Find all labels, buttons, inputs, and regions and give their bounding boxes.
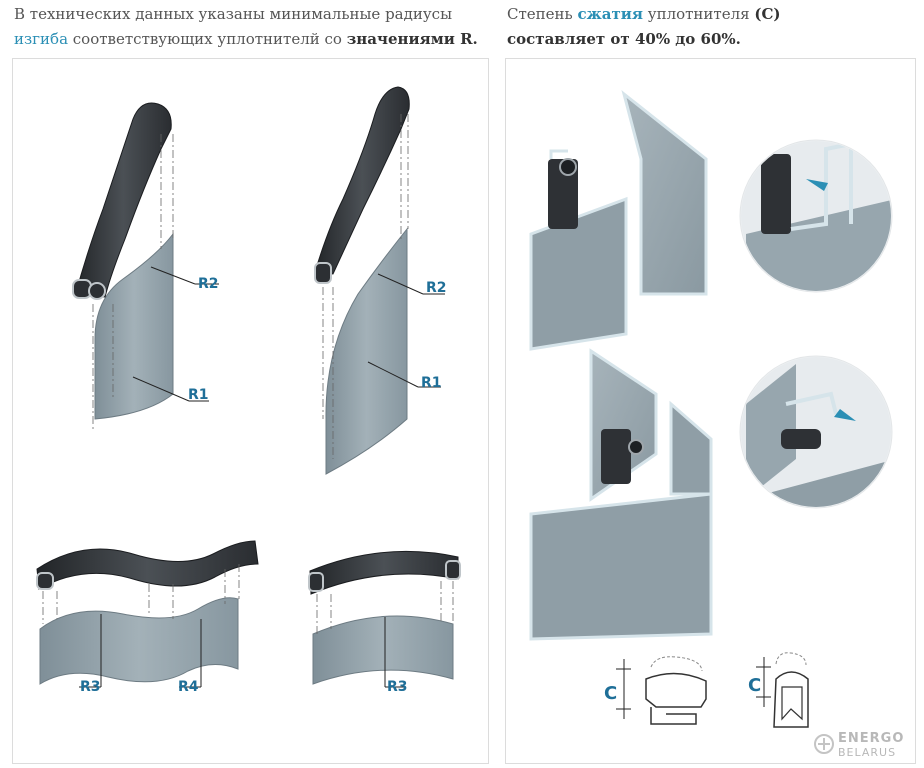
seal-profile-3 [36, 540, 259, 590]
compression-arrow-bottom [834, 409, 856, 421]
profile-section-left: C [604, 656, 707, 725]
vertical-plate-top [621, 90, 708, 296]
bend-radius-panel: R2 R1 R2 R1 [12, 58, 489, 764]
seal-bulb-bottom [628, 439, 644, 455]
logo-line1: ENERGO [838, 731, 904, 746]
right-caption-part2: уплотнителя [642, 5, 755, 23]
seal-end-4b [445, 560, 461, 580]
guide-lines-3 [42, 564, 240, 624]
seal-profile-2 [314, 86, 410, 275]
seal-end-3 [36, 572, 54, 590]
bend-radius-illustration: R2 R1 R2 R1 [36, 86, 461, 695]
left-caption-part1: В технических данных указаны минимальные… [14, 5, 453, 23]
seal-clip-top [549, 149, 568, 159]
leader-r1-1 [132, 376, 190, 402]
seal-profile-1 [74, 102, 172, 298]
right-caption-bold1: (С) [754, 5, 781, 23]
compression-arrow-top [806, 179, 828, 191]
logo-mark-icon [814, 734, 834, 754]
metal-strip-2 [325, 227, 408, 475]
seal-end-2 [314, 262, 332, 284]
diagram-3: R3 R4 [36, 540, 259, 695]
radius-label-r3-4: R3 [387, 679, 408, 695]
zoom-bottom [739, 355, 893, 509]
right-caption-bold2: составляет от 40% до 60%. [507, 30, 741, 48]
seal-section-top [548, 159, 578, 229]
leader-r2-2 [377, 273, 424, 295]
guide-lines-2 [322, 114, 409, 459]
radius-label-r1-2: R1 [421, 375, 442, 391]
zoom-top [739, 139, 893, 293]
left-caption-bold: значениями R. [346, 30, 478, 48]
seal-bulb-top [559, 158, 577, 176]
metal-strip-1 [94, 232, 174, 420]
left-caption: В технических данных указаны минимальные… [14, 2, 484, 52]
frame-assembly-top [529, 90, 708, 351]
metal-strip-4 [312, 615, 454, 685]
compression-label-left: C [604, 683, 617, 704]
compression-illustration: C C ENERGO BELARUS [529, 90, 904, 759]
right-caption-highlight: сжатия [577, 5, 643, 23]
seal-section-bottom [601, 429, 631, 484]
profile-section-right: C [748, 652, 809, 728]
radius-label-r1-1: R1 [188, 387, 209, 403]
seal-end-4a [308, 572, 324, 592]
diagram-1: R2 R1 [72, 102, 219, 429]
radius-label-r2-1: R2 [198, 276, 219, 292]
leader-r2-1 [150, 266, 196, 285]
metal-strip-3 [39, 597, 239, 685]
front-plate-bottom [529, 492, 713, 641]
left-caption-highlight: изгиба [14, 30, 69, 48]
guide-lines-4 [316, 581, 454, 634]
frame-assembly-bottom [529, 348, 713, 641]
radius-label-r2-2: R2 [426, 280, 447, 296]
seal-end-1b [88, 282, 106, 300]
diagram-2: R2 R1 [314, 86, 447, 475]
energo-belarus-logo: ENERGO BELARUS [814, 731, 904, 759]
side-plate-bottom [669, 400, 713, 496]
right-caption-part1: Степень [507, 5, 578, 23]
seal-profile-4 [309, 550, 459, 595]
logo-line2: BELARUS [838, 746, 896, 759]
front-plate-top [529, 196, 628, 351]
leader-r1-2 [367, 361, 419, 388]
guide-lines-1 [92, 134, 174, 429]
left-caption-part2: соответствующих уплотнителй со [68, 30, 347, 48]
compression-label-right: C [748, 675, 761, 696]
compression-panel: C C ENERGO BELARUS [505, 58, 916, 764]
diagram-4: R3 [308, 550, 461, 695]
right-caption: Степень сжатия уплотнителя (С) составляет… [507, 2, 907, 52]
radius-label-r4-3: R4 [178, 679, 199, 695]
radius-label-r3-3: R3 [80, 679, 101, 695]
